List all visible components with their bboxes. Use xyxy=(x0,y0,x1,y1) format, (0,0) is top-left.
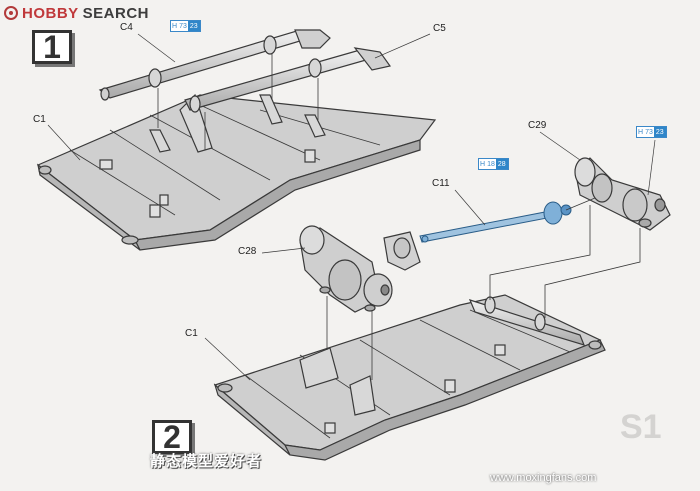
label-leaders xyxy=(47,33,656,381)
label-c5: C5 xyxy=(433,23,446,34)
paint-tag-prefix: H xyxy=(480,160,486,168)
chassis-tray-top xyxy=(36,93,437,251)
step-number-2: 2 xyxy=(152,419,192,455)
watermark-url: www.moxingfans.com xyxy=(490,472,597,484)
step2-guide-lines xyxy=(326,197,641,380)
background-mark: S1 xyxy=(620,408,662,446)
label-c1-top: C1 xyxy=(33,114,46,125)
brand-suffix: SEARCH xyxy=(82,4,150,22)
paint-tag-prefix: H xyxy=(172,22,178,30)
label-c28: C28 xyxy=(238,246,257,257)
brand-mark-icon xyxy=(4,6,18,20)
label-c29: C29 xyxy=(528,120,547,131)
watermark-text: 静态模型爱好者 xyxy=(150,453,263,470)
paint-tag-prefix: H xyxy=(638,128,644,136)
paint-tag-code: 23 xyxy=(187,21,200,31)
label-c4: C4 xyxy=(120,22,133,33)
part-c5-rod xyxy=(184,47,392,113)
paint-tag-number: 73 xyxy=(179,22,187,30)
paint-tag-c11: H 18 28 xyxy=(478,158,509,170)
label-c1-bottom: C1 xyxy=(185,328,198,339)
paint-tag-number: 18 xyxy=(487,160,495,168)
paint-tag-c4: H 73 23 xyxy=(170,20,201,32)
part-c29-assembly xyxy=(574,157,671,231)
paint-tag-number: 73 xyxy=(645,128,653,136)
step1-guide-lines xyxy=(157,54,319,150)
part-c28-assembly xyxy=(299,225,421,313)
part-c4-rod xyxy=(98,29,331,101)
paint-tag-code: 23 xyxy=(653,127,666,137)
part-c11-shaft xyxy=(419,201,572,243)
paint-tag-c29: H 73 23 xyxy=(636,126,667,138)
step-number-1: 1 xyxy=(32,29,72,65)
paint-tag-code: 28 xyxy=(495,159,508,169)
chassis-tray-bottom xyxy=(213,294,606,461)
brand-prefix: HOBBY xyxy=(22,4,79,22)
label-c11: C11 xyxy=(432,178,450,189)
brand-logo: HOBBY SEARCH xyxy=(4,4,149,22)
